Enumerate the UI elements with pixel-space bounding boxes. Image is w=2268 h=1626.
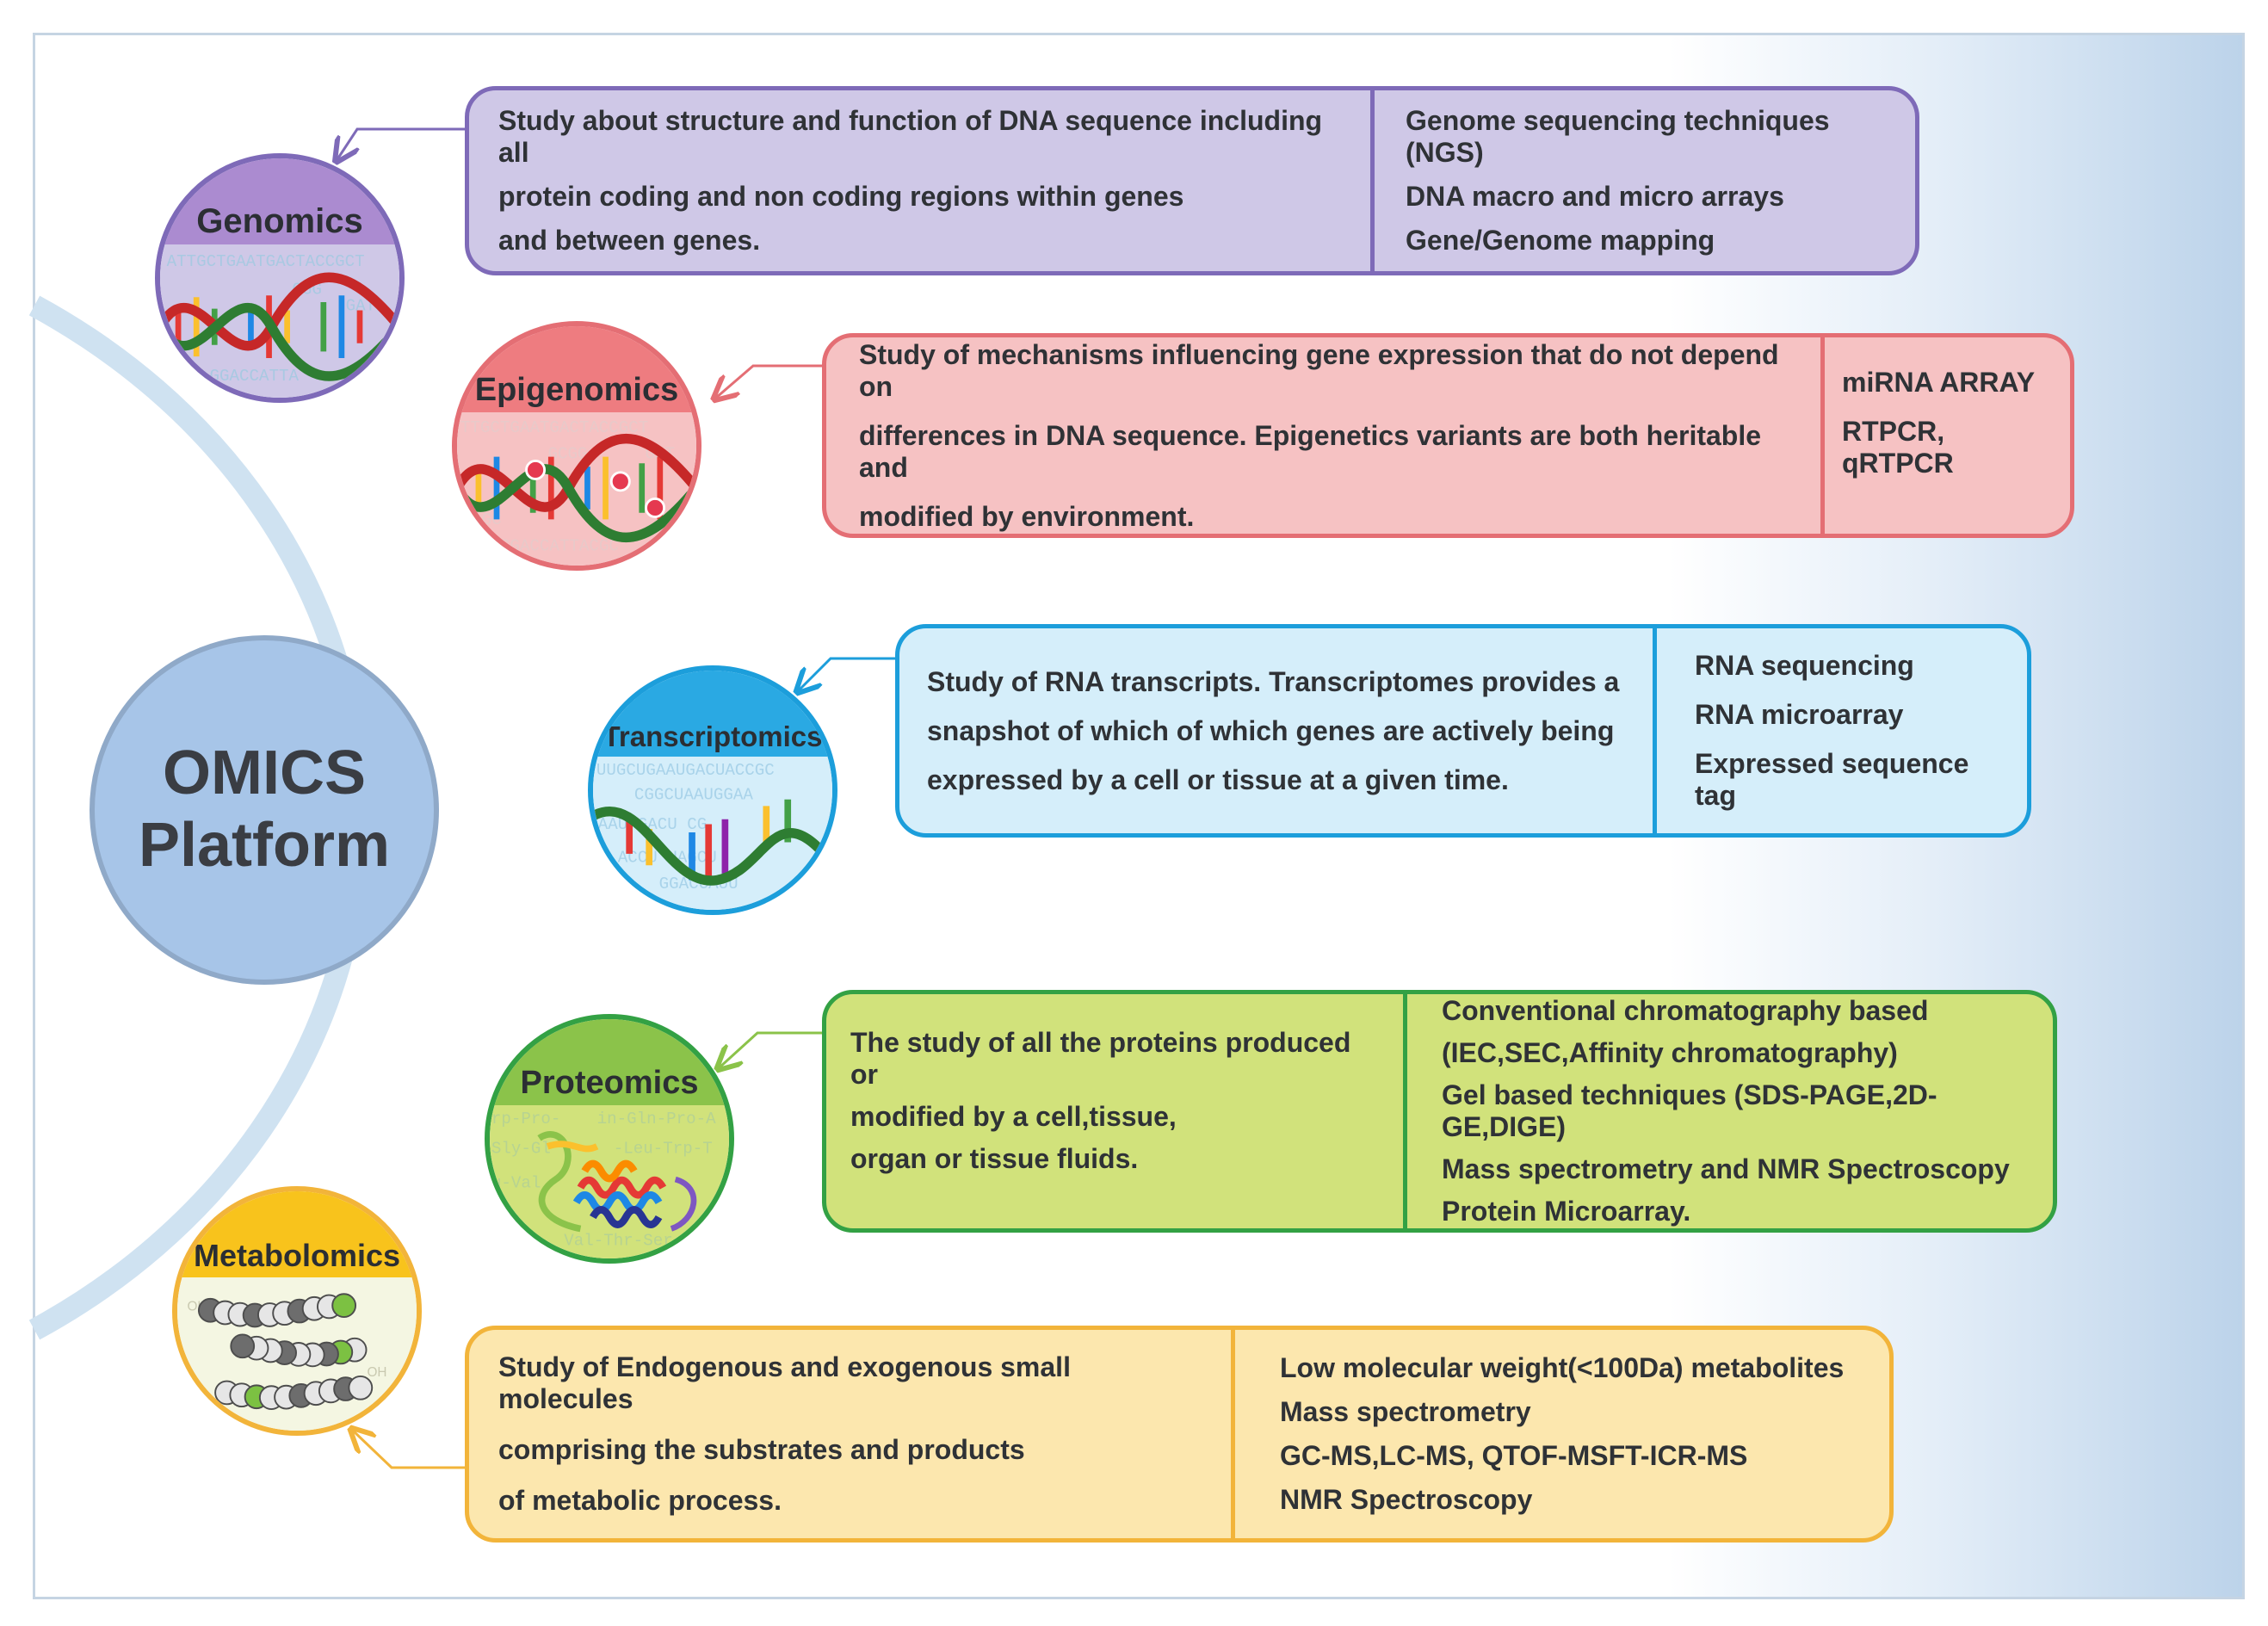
description-line: snapshot of which of which genes are act… (927, 714, 1615, 746)
description-line: of metabolic process. (498, 1485, 782, 1516)
description-line: Study about structure and function of DN… (498, 105, 1323, 168)
molecule-atoms (197, 1293, 374, 1411)
description-line: Study of mechanisms influencing gene exp… (859, 338, 1779, 402)
genomics-node: Genomics ATTGCTGAATGACTACCGCT CGG GAT GG… (155, 153, 405, 403)
svg-text:ATTGCTGAATGACTACCGCT: ATTGCTGAATGACTACCGCT (167, 252, 365, 271)
omics-platform-hub: OMICS Platform (90, 635, 439, 985)
svg-text:UUGCUGAAUGACUACCGC: UUGCUGAAUGACUACCGC (596, 761, 775, 780)
protein-structure-icon: rp-Pro- in-Gln-Pro-A Sly-Gl -Leu-Trp-T u… (490, 1105, 729, 1258)
proteomics-card: The study of all the proteins produced o… (822, 990, 2057, 1233)
technique-item: Expressed sequence tag (1695, 748, 1969, 811)
description-line: and between genes. (498, 225, 761, 256)
description-line: comprising the substrates and products (498, 1434, 1025, 1465)
svg-text:CGGCUAAUGGAA: CGGCUAAUGGAA (634, 786, 753, 805)
description-line: Study of RNA transcripts. Transcriptomes… (927, 665, 1620, 697)
transcriptomics-node: Transcriptomics UUGCUGAAUGACUACCGC CGGCU… (588, 665, 837, 915)
atom-sphere (230, 1333, 256, 1359)
svg-text:u-Val: u-Val (491, 1174, 541, 1193)
svg-text:AGGACCATTACGC: AGGACCATTACGC (490, 537, 618, 556)
epigenomics-description: Study of mechanisms influencing gene exp… (826, 337, 1820, 534)
metabolomics-connector (353, 1431, 465, 1469)
technique-item: DNA macro and micro arrays (1406, 181, 1784, 212)
svg-text:in-Gln-Pro-A: in-Gln-Pro-A (597, 1110, 716, 1128)
transcriptomics-description: Study of RNA transcripts. Transcriptomes… (899, 628, 1653, 833)
metabolomics-node: Metabolomics OH OH (172, 1186, 422, 1436)
hub-title-line2: Platform (138, 811, 391, 880)
description-line: modified by environment. (859, 500, 1195, 532)
svg-text:TTGCTGAATGACTACCGCT: TTGCTGAATGACTACCGCT (460, 418, 648, 437)
technique-item: Protein Microarray. (1442, 1196, 1691, 1227)
technique-item: Mass spectrometry (1280, 1396, 1531, 1427)
genomics-card: Study about structure and function of DN… (465, 86, 1919, 275)
hub-title-line1: OMICS (162, 739, 366, 808)
proteomics-connector (720, 1031, 822, 1067)
atom-sphere (348, 1376, 374, 1400)
technique-item: miRNA ARRAY (1842, 367, 2036, 398)
svg-text:-Leu-Trp-T: -Leu-Trp-T (614, 1140, 713, 1159)
technique-item: Mass spectrometry and NMR Spectroscopy (1442, 1153, 2010, 1184)
rna-strand-icon: UUGCUGAAUGACUACCGC CGGCUAAUGGAA AAU GACU… (593, 757, 832, 910)
technique-item: Genome sequencing techniques (NGS) (1406, 105, 1830, 168)
dna-helix-icon: ATTGCTGAATGACTACCGCT CGG GAT GGACCATTA (160, 244, 399, 398)
proteomics-title: Proteomics (490, 1019, 729, 1106)
svg-text:rp-Pro-: rp-Pro- (491, 1110, 560, 1128)
metabolomics-card: Study of Endogenous and exogenous small … (465, 1326, 1894, 1543)
technique-item: Gel based techniques (SDS-PAGE,2D-GE,DIG… (1442, 1079, 1937, 1142)
metabolomics-techniques: Low molecular weight(<100Da) metabolites… (1231, 1330, 1889, 1538)
epigenomics-connector (716, 364, 822, 398)
metabolomics-description: Study of Endogenous and exogenous small … (469, 1330, 1231, 1538)
technique-item: Gene/Genome mapping (1406, 225, 1715, 256)
svg-text:Sly-Gl: Sly-Gl (491, 1140, 551, 1159)
description-line: organ or tissue fluids. (850, 1143, 1139, 1174)
description-line: differences in DNA sequence. Epigenetics… (859, 419, 1762, 483)
proteomics-techniques: Conventional chromatography based (IEC,S… (1403, 994, 2053, 1228)
proteomics-description: The study of all the proteins produced o… (826, 994, 1403, 1228)
description-line: protein coding and non coding regions wi… (498, 181, 1184, 212)
svg-text:GCGG: GCGG (547, 445, 587, 464)
transcriptomics-connector (799, 657, 895, 690)
description-line: The study of all the proteins produced o… (850, 1027, 1351, 1090)
technique-item: Conventional chromatography based (1442, 995, 1929, 1026)
atom-sphere (331, 1293, 357, 1319)
svg-text:Val-Thr-Ser: Val-Thr-Ser (564, 1232, 672, 1251)
epigenomics-card: Study of mechanisms influencing gene exp… (822, 333, 2074, 538)
epigenomics-node: Epigenomics TTGCTGAATGACTACCGCT GCGG GAT… (452, 321, 701, 571)
technique-item: RNA sequencing (1695, 650, 1914, 681)
genomics-techniques: Genome sequencing techniques (NGS) DNA m… (1370, 90, 1915, 271)
svg-text:GAT: GAT (346, 297, 376, 316)
technique-item: Low molecular weight(<100Da) metabolites (1280, 1352, 1845, 1383)
genomics-connector (337, 127, 465, 159)
description-line: expressed by a cell or tissue at a given… (927, 764, 1509, 795)
methylated-dna-icon: TTGCTGAATGACTACCGCT GCGG GAT GC AGGACCAT… (457, 412, 696, 566)
svg-text:OH: OH (367, 1365, 386, 1380)
technique-item: NMR Spectroscopy (1280, 1484, 1533, 1515)
technique-item: (IEC,SEC,Affinity chromatography) (1442, 1037, 1898, 1068)
transcriptomics-techniques: RNA sequencing RNA microarray Expressed … (1653, 628, 2027, 833)
description-line: modified by a cell,tissue, (850, 1101, 1177, 1132)
technique-item: RNA microarray (1695, 699, 1904, 730)
technique-item: GC-MS,LC-MS, QTOF-MSFT-ICR-MS (1280, 1440, 1748, 1471)
description-line: Study of Endogenous and exogenous small … (498, 1351, 1071, 1414)
metabolomics-title: Metabolomics (177, 1191, 417, 1278)
proteomics-node: Proteomics rp-Pro- in-Gln-Pro-A Sly-Gl -… (485, 1014, 734, 1264)
svg-text:GGACCATTA: GGACCATTA (210, 367, 300, 386)
transcriptomics-card: Study of RNA transcripts. Transcriptomes… (895, 624, 2031, 838)
molecule-model-icon: OH OH (177, 1277, 417, 1431)
genomics-description: Study about structure and function of DN… (469, 90, 1370, 271)
technique-item: RTPCR, qRTPCR (1842, 416, 1954, 479)
epigenomics-techniques: miRNA ARRAY RTPCR, qRTPCR (1820, 337, 2070, 534)
